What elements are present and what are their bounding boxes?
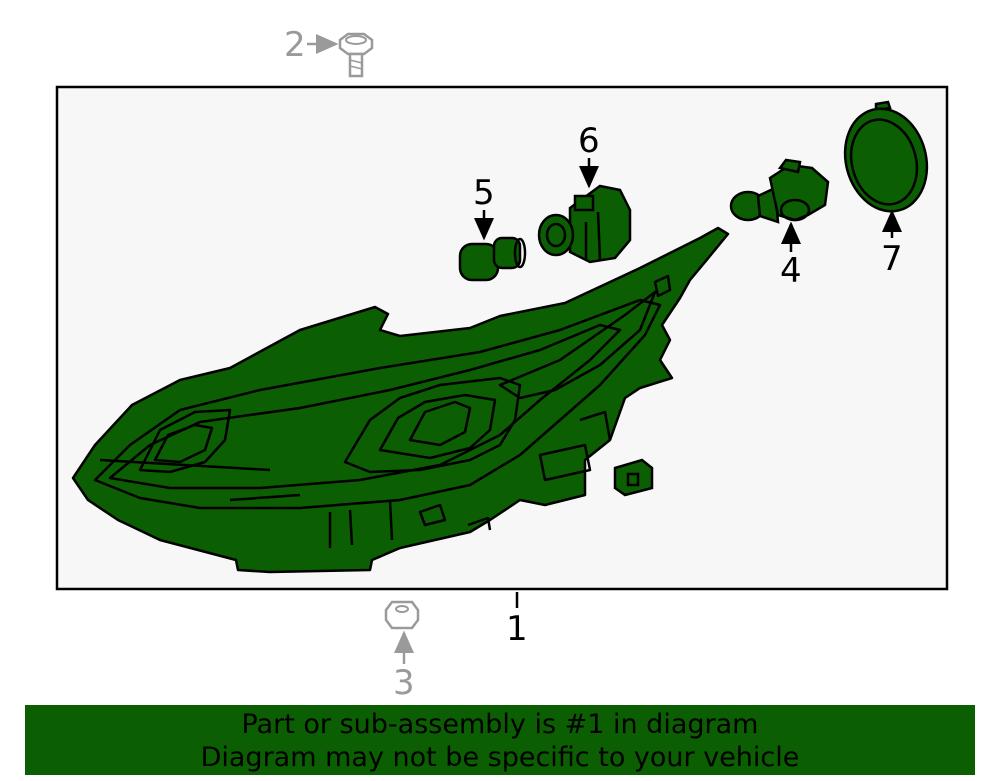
info-banner: Part or sub-assembly is #1 in diagram Di…	[25, 705, 975, 775]
bolt-part[interactable]	[338, 32, 374, 78]
parts-diagram: 2 3 5	[55, 25, 949, 700]
headlamp-assembly[interactable]	[71, 226, 730, 574]
callout-1-label: 1	[506, 609, 528, 649]
callout-5-label: 5	[473, 173, 495, 213]
callout-2-label: 2	[284, 25, 306, 65]
nut-part[interactable]	[384, 600, 420, 630]
socket-6-part[interactable]	[537, 184, 632, 264]
callout-4-label: 4	[780, 251, 802, 291]
bulb-5-part[interactable]	[458, 236, 527, 282]
callout-7-label: 7	[881, 239, 903, 279]
callout-3-label: 3	[393, 663, 415, 700]
banner-line-1: Part or sub-assembly is #1 in diagram	[241, 709, 759, 740]
mounting-clip[interactable]	[613, 458, 654, 497]
bulb-4-part[interactable]	[729, 158, 830, 224]
callout-6-label: 6	[578, 121, 600, 161]
banner-line-2: Diagram may not be specific to your vehi…	[200, 742, 800, 773]
